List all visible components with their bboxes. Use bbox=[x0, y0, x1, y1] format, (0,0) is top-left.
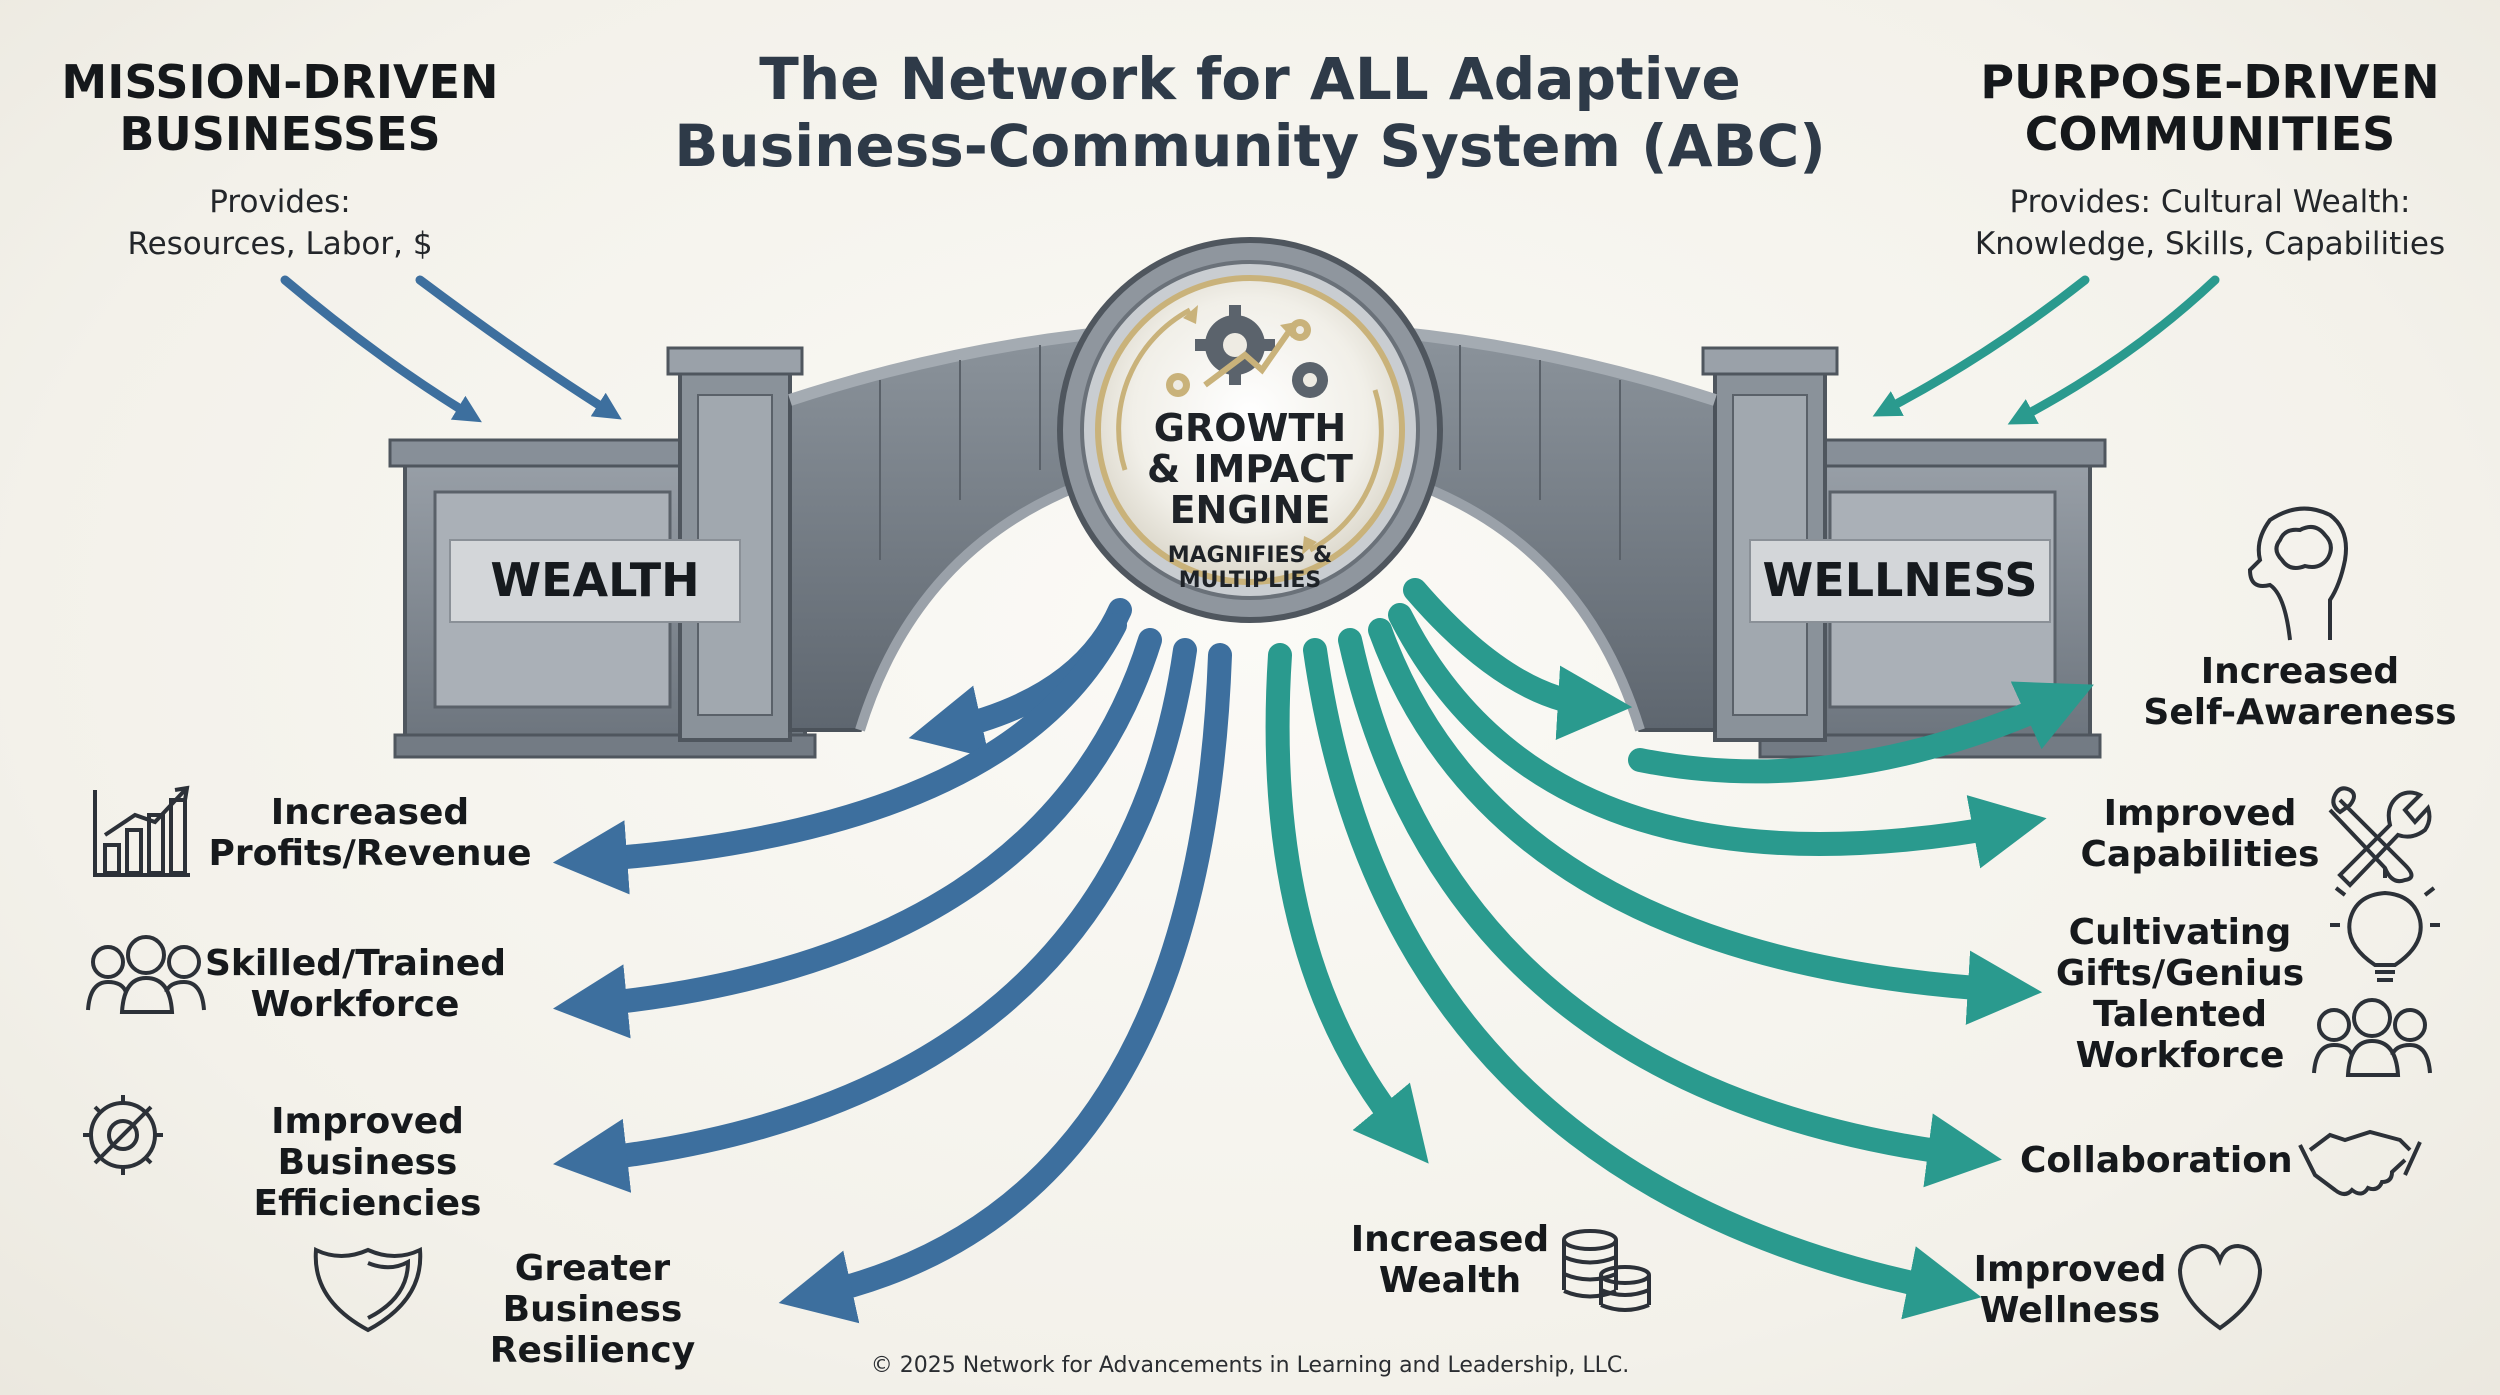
outcome-talented-workforce: Talented Workforce bbox=[2060, 994, 2300, 1076]
wellness-plaque: WELLNESS bbox=[1762, 553, 2038, 607]
heading-line-1: MISSION-DRIVEN bbox=[61, 55, 499, 109]
outcome-line-1: Improved bbox=[2103, 793, 2297, 834]
outcome-line-2: Workforce bbox=[250, 984, 460, 1026]
title-line-2: Business-Community System (ABC) bbox=[674, 111, 1826, 180]
provides-line-2: Knowledge, Skills, Capabilities bbox=[1974, 225, 2446, 262]
incoming-arrows-right bbox=[1872, 275, 2220, 425]
engine-sub-line-2: MULTIPLIES bbox=[1178, 568, 1322, 594]
outcome-line-2: Workforce bbox=[2075, 1035, 2285, 1077]
title-line-1: The Network for ALL Adaptive bbox=[759, 45, 1741, 113]
outcome-line-1: Increased bbox=[1350, 1219, 1550, 1260]
outcome-improved-wellness: Improved Wellness bbox=[1955, 1249, 2185, 1331]
outcome-line-2: Wealth bbox=[1378, 1260, 1522, 1302]
outcome-line-1: Increased bbox=[2200, 651, 2400, 692]
outcome-improved-capabilities: Improved Capabilities bbox=[2075, 793, 2325, 875]
lightbulb-icon bbox=[2330, 868, 2440, 982]
tools-icon bbox=[2328, 786, 2432, 888]
outcome-line-1: Increased bbox=[270, 792, 470, 833]
outcome-business-resiliency: Greater Business Resiliency bbox=[425, 1248, 760, 1371]
provides-line-1: Provides: bbox=[209, 184, 351, 220]
outcome-increased-wealth: Increased Wealth bbox=[1340, 1219, 1560, 1301]
outcome-skilled-workforce: Skilled/Trained Workforce bbox=[205, 943, 507, 1026]
people-icon bbox=[2312, 998, 2432, 1077]
provides-line-2: Resources, Labor, $ bbox=[127, 225, 433, 262]
page-title: The Network for ALL Adaptive Business-Co… bbox=[500, 46, 2000, 179]
heading-line-2: COMMUNITIES bbox=[2024, 106, 2396, 161]
handshake-icon bbox=[2298, 1129, 2422, 1196]
outcome-line-1: Greater Business bbox=[502, 1248, 683, 1331]
stone-bridge bbox=[388, 319, 2107, 759]
mission-driven-heading: MISSION-DRIVEN BUSINESSES bbox=[15, 55, 545, 161]
outcome-line-2: Profits/Revenue bbox=[208, 833, 532, 875]
incoming-arrows-left bbox=[280, 275, 622, 423]
wealth-plaque: WEALTH bbox=[490, 553, 700, 607]
copyright-footer: © 2025 Network for Advancements in Learn… bbox=[870, 1353, 1630, 1378]
outcome-line-1: Cultivating bbox=[2068, 912, 2292, 953]
outcome-line-2: Wellness bbox=[1979, 1290, 2161, 1332]
engine-sub-line-1: MAGNIFIES & bbox=[1167, 543, 1333, 568]
outgoing-arrows-teal bbox=[1265, 578, 2094, 1320]
engine-line-3: ENGINE bbox=[1169, 488, 1331, 533]
outcome-line-2: Self-Awareness bbox=[2143, 692, 2457, 734]
left-provides-text: Provides: Resources, Labor, $ bbox=[80, 182, 480, 266]
engine-medallion bbox=[1057, 237, 1443, 623]
outcome-line-1: Improved bbox=[1973, 1249, 2167, 1290]
bar-chart-icon bbox=[93, 785, 190, 877]
outcome-line-2: Efficiencies bbox=[253, 1183, 482, 1225]
heart-icon bbox=[2177, 1243, 2263, 1331]
outcome-line-1: Collaboration bbox=[2020, 1140, 2293, 1181]
engine-line-1: GROWTH bbox=[1153, 406, 1347, 450]
engine-title: GROWTH & IMPACT ENGINE bbox=[1110, 406, 1390, 533]
right-provides-text: Provides: Cultural Wealth: Knowledge, Sk… bbox=[1950, 182, 2470, 266]
gears-icon bbox=[1166, 305, 1328, 398]
outcome-line-1: Skilled/Trained bbox=[205, 943, 507, 984]
outcome-line-2: Gifts/Genius bbox=[2055, 953, 2305, 995]
outcome-collaboration: Collaboration bbox=[2020, 1140, 2293, 1181]
outcome-cultivating-gifts: Cultivating Gifts/Genius bbox=[2055, 912, 2305, 994]
outcome-increased-profits: Increased Profits/Revenue bbox=[205, 792, 535, 874]
purpose-driven-heading: PURPOSE-DRIVEN COMMUNITIES bbox=[1945, 55, 2475, 161]
outcome-business-efficiencies: Improved Business Efficiencies bbox=[180, 1101, 555, 1224]
gear-icon bbox=[83, 1095, 163, 1175]
outcome-line-2: Capabilities bbox=[2080, 834, 2320, 876]
heading-line-1: PURPOSE-DRIVEN bbox=[1980, 55, 2440, 109]
outgoing-arrows-blue bbox=[552, 598, 1232, 1324]
people-icon bbox=[86, 935, 206, 1014]
outcome-self-awareness: Increased Self-Awareness bbox=[2140, 651, 2460, 733]
engine-line-2: & IMPACT bbox=[1147, 447, 1353, 492]
provides-line-1: Provides: Cultural Wealth: bbox=[2009, 184, 2411, 220]
brain-head-icon bbox=[2247, 506, 2348, 641]
engine-subtitle: MAGNIFIES & MULTIPLIES bbox=[1130, 543, 1370, 594]
outcome-line-1: Improved Business bbox=[271, 1101, 464, 1184]
shield-icon bbox=[313, 1246, 423, 1333]
coins-icon bbox=[1562, 1229, 1651, 1312]
outcome-line-2: Resiliency bbox=[489, 1330, 696, 1372]
heading-line-2: BUSINESSES bbox=[119, 106, 441, 161]
outcome-line-1: Talented bbox=[2093, 994, 2267, 1035]
